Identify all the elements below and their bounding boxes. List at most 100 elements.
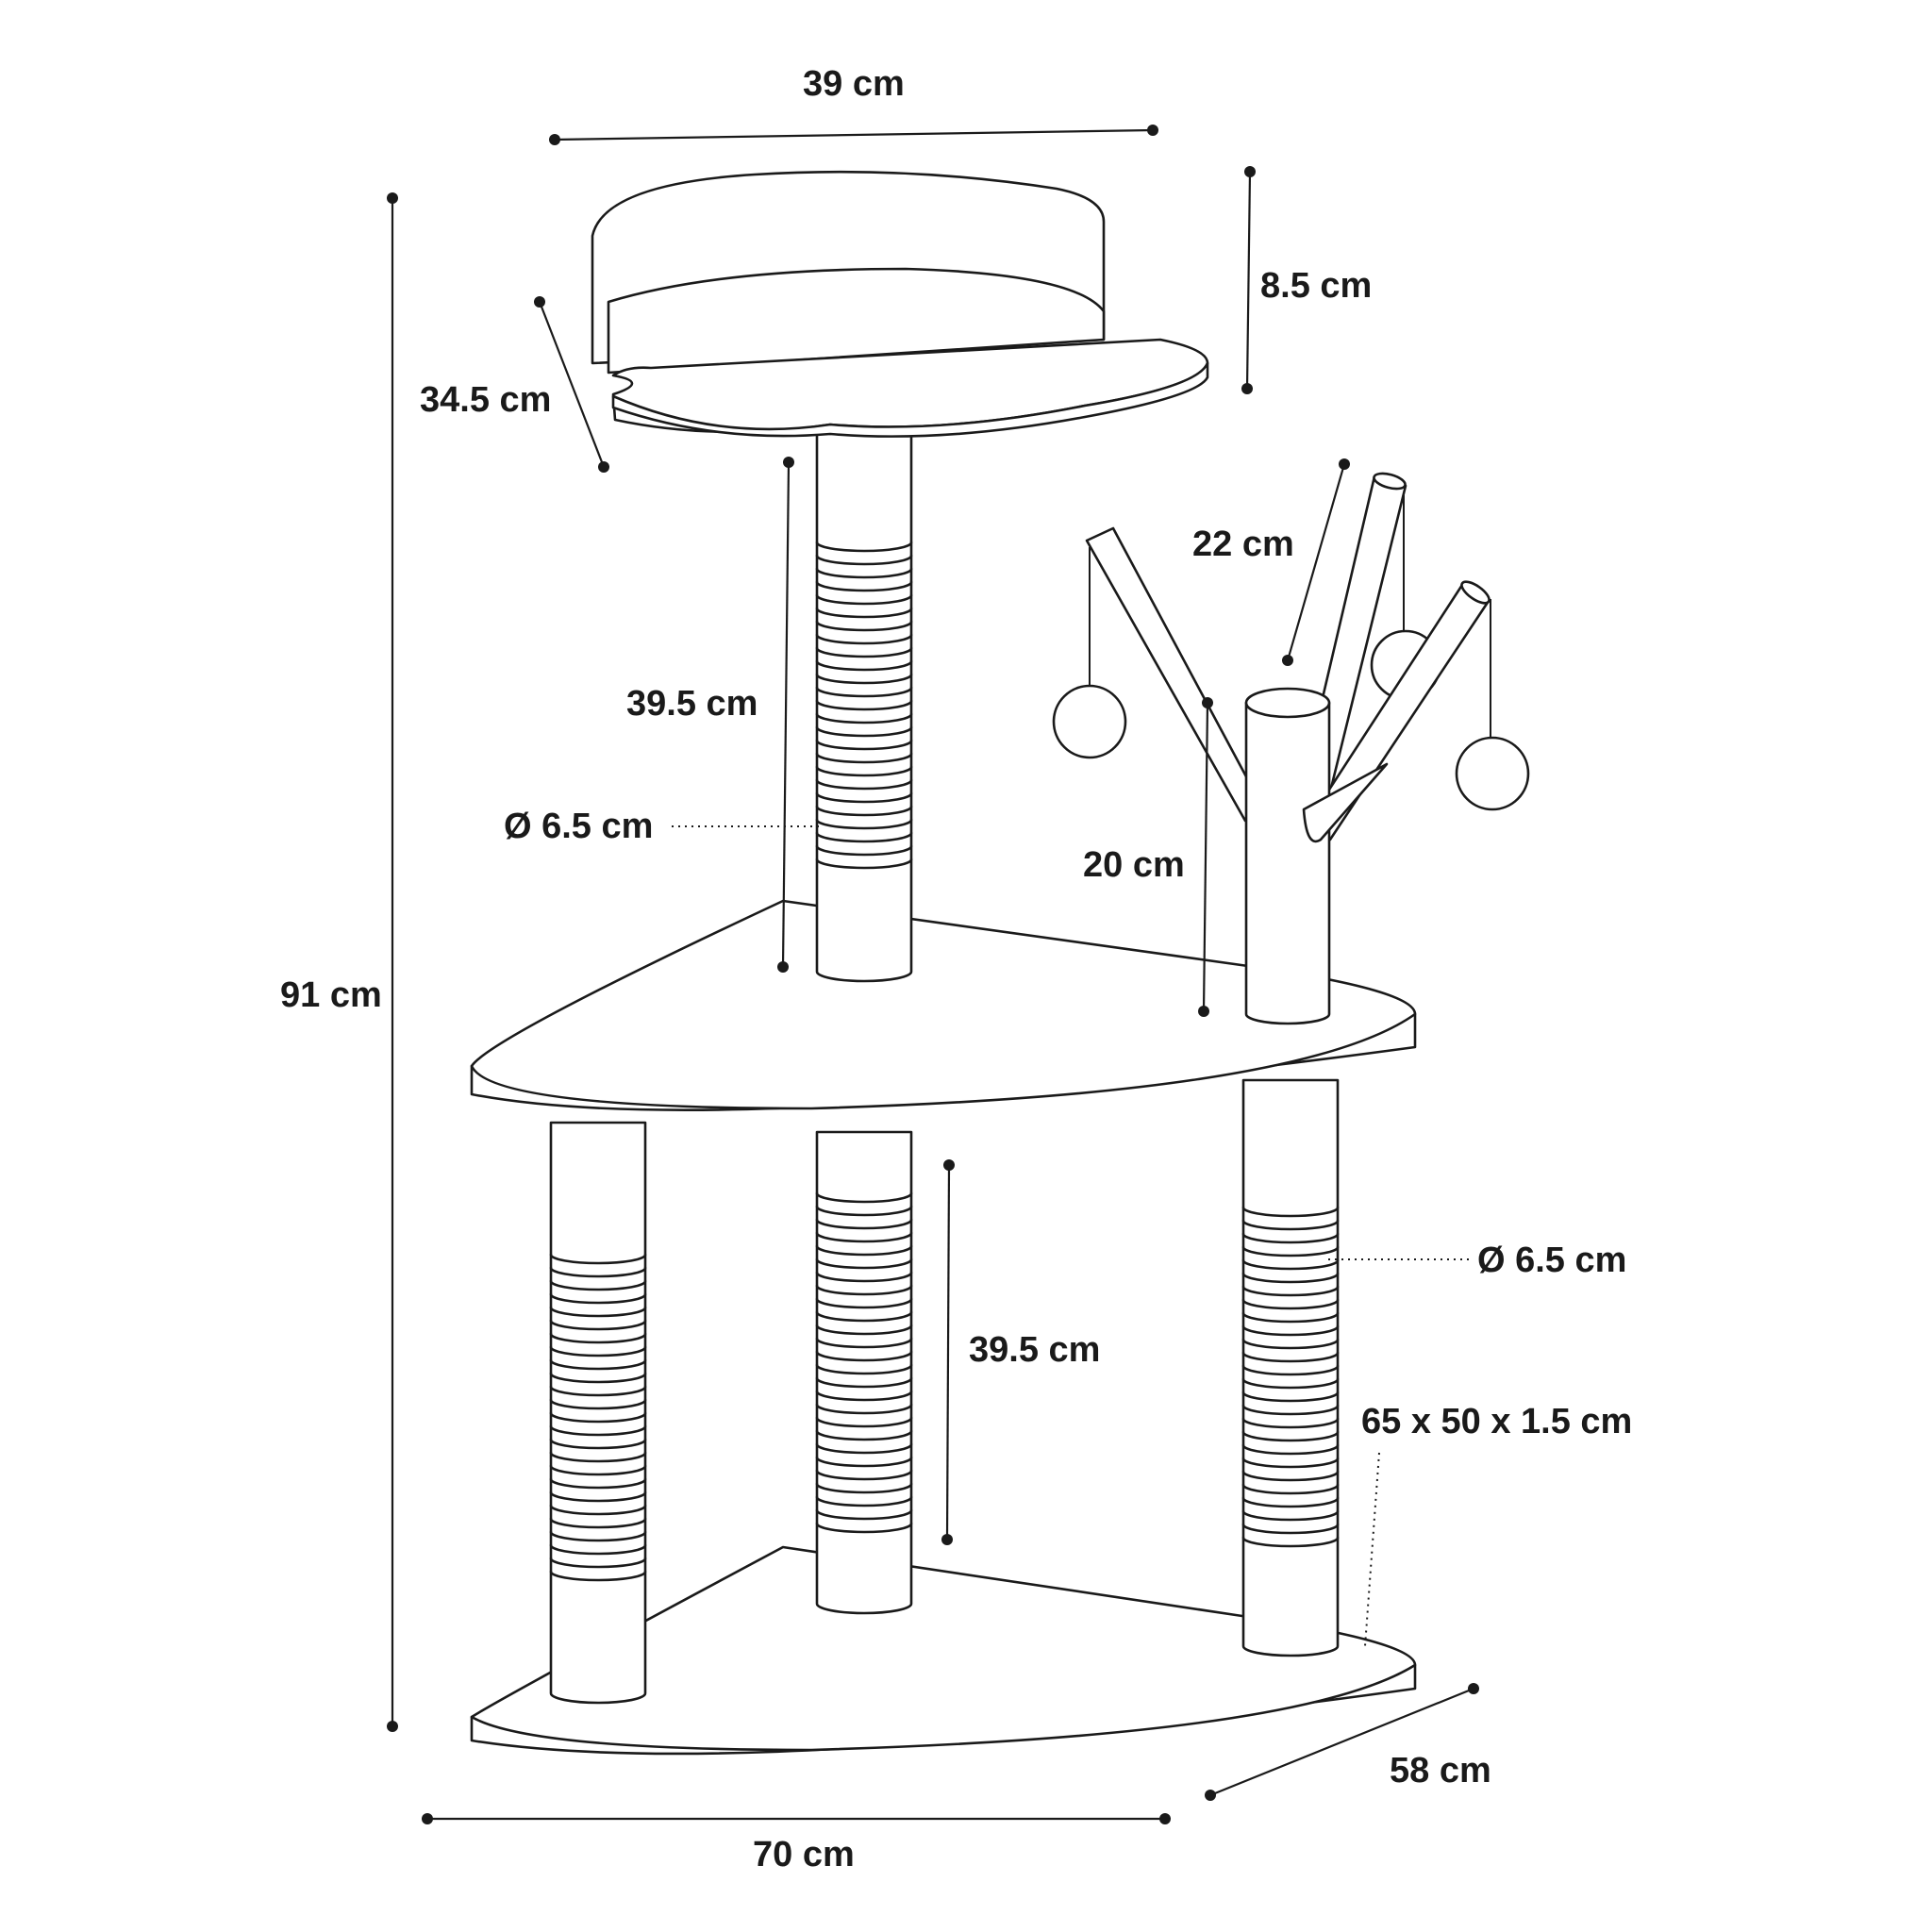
sisal-ring (815, 607, 913, 619)
sisal-ring (815, 673, 913, 685)
sisal-ring (815, 1442, 913, 1455)
toy-post-height-label: 20 cm (1083, 845, 1185, 885)
upper-post (815, 413, 913, 983)
lower-post-left (549, 1121, 647, 1705)
sisal-ring (1241, 1298, 1340, 1310)
sisal-ring (815, 580, 913, 592)
sisal-ring (815, 1284, 913, 1296)
lower-post-height-label: 39.5 cm (969, 1330, 1101, 1370)
sisal-ring (1241, 1496, 1340, 1508)
sisal-ring (549, 1504, 647, 1516)
sisal-ring (1241, 1311, 1340, 1324)
sisal-ring (815, 1469, 913, 1481)
sisal-ring (815, 1522, 913, 1534)
dimension-lines (387, 125, 1479, 1824)
sisal-ring (815, 1403, 913, 1415)
sisal-ring (815, 778, 913, 791)
sisal-ring (815, 620, 913, 632)
middle-platform (470, 899, 1417, 1111)
sisal-ring (815, 1271, 913, 1283)
sisal-ring (549, 1491, 647, 1503)
sisal-ring (815, 1363, 913, 1375)
sisal-ring (549, 1517, 647, 1529)
sisal-ring (815, 791, 913, 804)
sisal-ring (815, 567, 913, 579)
sisal-ring (549, 1557, 647, 1569)
sisal-ring (1241, 1377, 1340, 1390)
sisal-ring (815, 1508, 913, 1521)
sisal-ring (549, 1372, 647, 1384)
sisal-ring (815, 593, 913, 606)
sisal-ring (815, 725, 913, 738)
sisal-ring (1241, 1404, 1340, 1416)
toy-ball-right (1455, 736, 1530, 811)
sisal-ring (1241, 1206, 1340, 1218)
sisal-ring (815, 1337, 913, 1349)
sisal-ring (549, 1345, 647, 1357)
base-depth-label: 58 cm (1390, 1751, 1491, 1790)
lower-post-back (815, 1130, 913, 1615)
sisal-ring (549, 1451, 647, 1463)
sisal-ring (549, 1530, 647, 1542)
sisal-ring (815, 1482, 913, 1494)
sisal-ring (815, 686, 913, 698)
sisal-ring (1241, 1364, 1340, 1376)
base-width-label: 70 cm (753, 1835, 855, 1874)
sisal-ring (815, 1310, 913, 1323)
sisal-ring (549, 1570, 647, 1582)
sisal-ring (549, 1358, 647, 1371)
sisal-ring (549, 1424, 647, 1437)
upper-post-height-label: 39.5 cm (626, 684, 758, 724)
sisal-ring (815, 1191, 913, 1204)
upper-post-diameter-label: Ø 6.5 cm (504, 807, 654, 846)
top-bed (591, 170, 1209, 438)
sisal-ring (815, 1456, 913, 1468)
sisal-ring (815, 712, 913, 724)
sisal-ring (815, 1257, 913, 1270)
toy-branch-length-label: 22 cm (1192, 525, 1294, 564)
sisal-ring (1241, 1417, 1340, 1429)
sisal-ring (549, 1543, 647, 1556)
sisal-ring (815, 541, 913, 553)
sisal-ring (1241, 1272, 1340, 1284)
top-width-label: 39 cm (803, 64, 905, 104)
sisal-ring (549, 1411, 647, 1424)
sisal-ring (815, 554, 913, 566)
sisal-ring (549, 1306, 647, 1318)
sisal-ring (815, 1429, 913, 1441)
sisal-ring (815, 1324, 913, 1336)
sisal-ring (815, 765, 913, 777)
bed-height-label: 8.5 cm (1260, 266, 1373, 306)
sisal-ring (1241, 1443, 1340, 1456)
toy-ball-left (1052, 684, 1127, 759)
sisal-ring (549, 1438, 647, 1450)
sisal-ring (815, 633, 913, 645)
sisal-ring (815, 1376, 913, 1389)
sisal-ring (549, 1385, 647, 1397)
sisal-ring (1241, 1219, 1340, 1231)
sisal-ring (815, 739, 913, 751)
sisal-ring (549, 1253, 647, 1265)
sisal-ring (549, 1398, 647, 1410)
sisal-ring (815, 818, 913, 830)
sisal-ring (549, 1266, 647, 1278)
bed-depth-label: 34.5 cm (420, 380, 552, 420)
base-platform (470, 1545, 1417, 1756)
sisal-ring (815, 752, 913, 764)
sisal-ring (549, 1332, 647, 1344)
sisal-ring (549, 1464, 647, 1476)
total-height-label: 91 cm (280, 975, 382, 1015)
sisal-ring (1241, 1285, 1340, 1297)
sisal-ring (1241, 1470, 1340, 1482)
toy-tree (1052, 472, 1530, 1025)
sisal-ring (1241, 1483, 1340, 1495)
sisal-ring (815, 805, 913, 817)
sisal-ring (815, 858, 913, 870)
sisal-ring (815, 1350, 913, 1362)
sisal-ring (815, 1390, 913, 1402)
sisal-ring (1241, 1391, 1340, 1403)
sisal-ring (1241, 1457, 1340, 1469)
lower-post-right (1241, 1078, 1340, 1657)
sisal-ring (815, 1231, 913, 1243)
sisal-ring (1241, 1430, 1340, 1442)
